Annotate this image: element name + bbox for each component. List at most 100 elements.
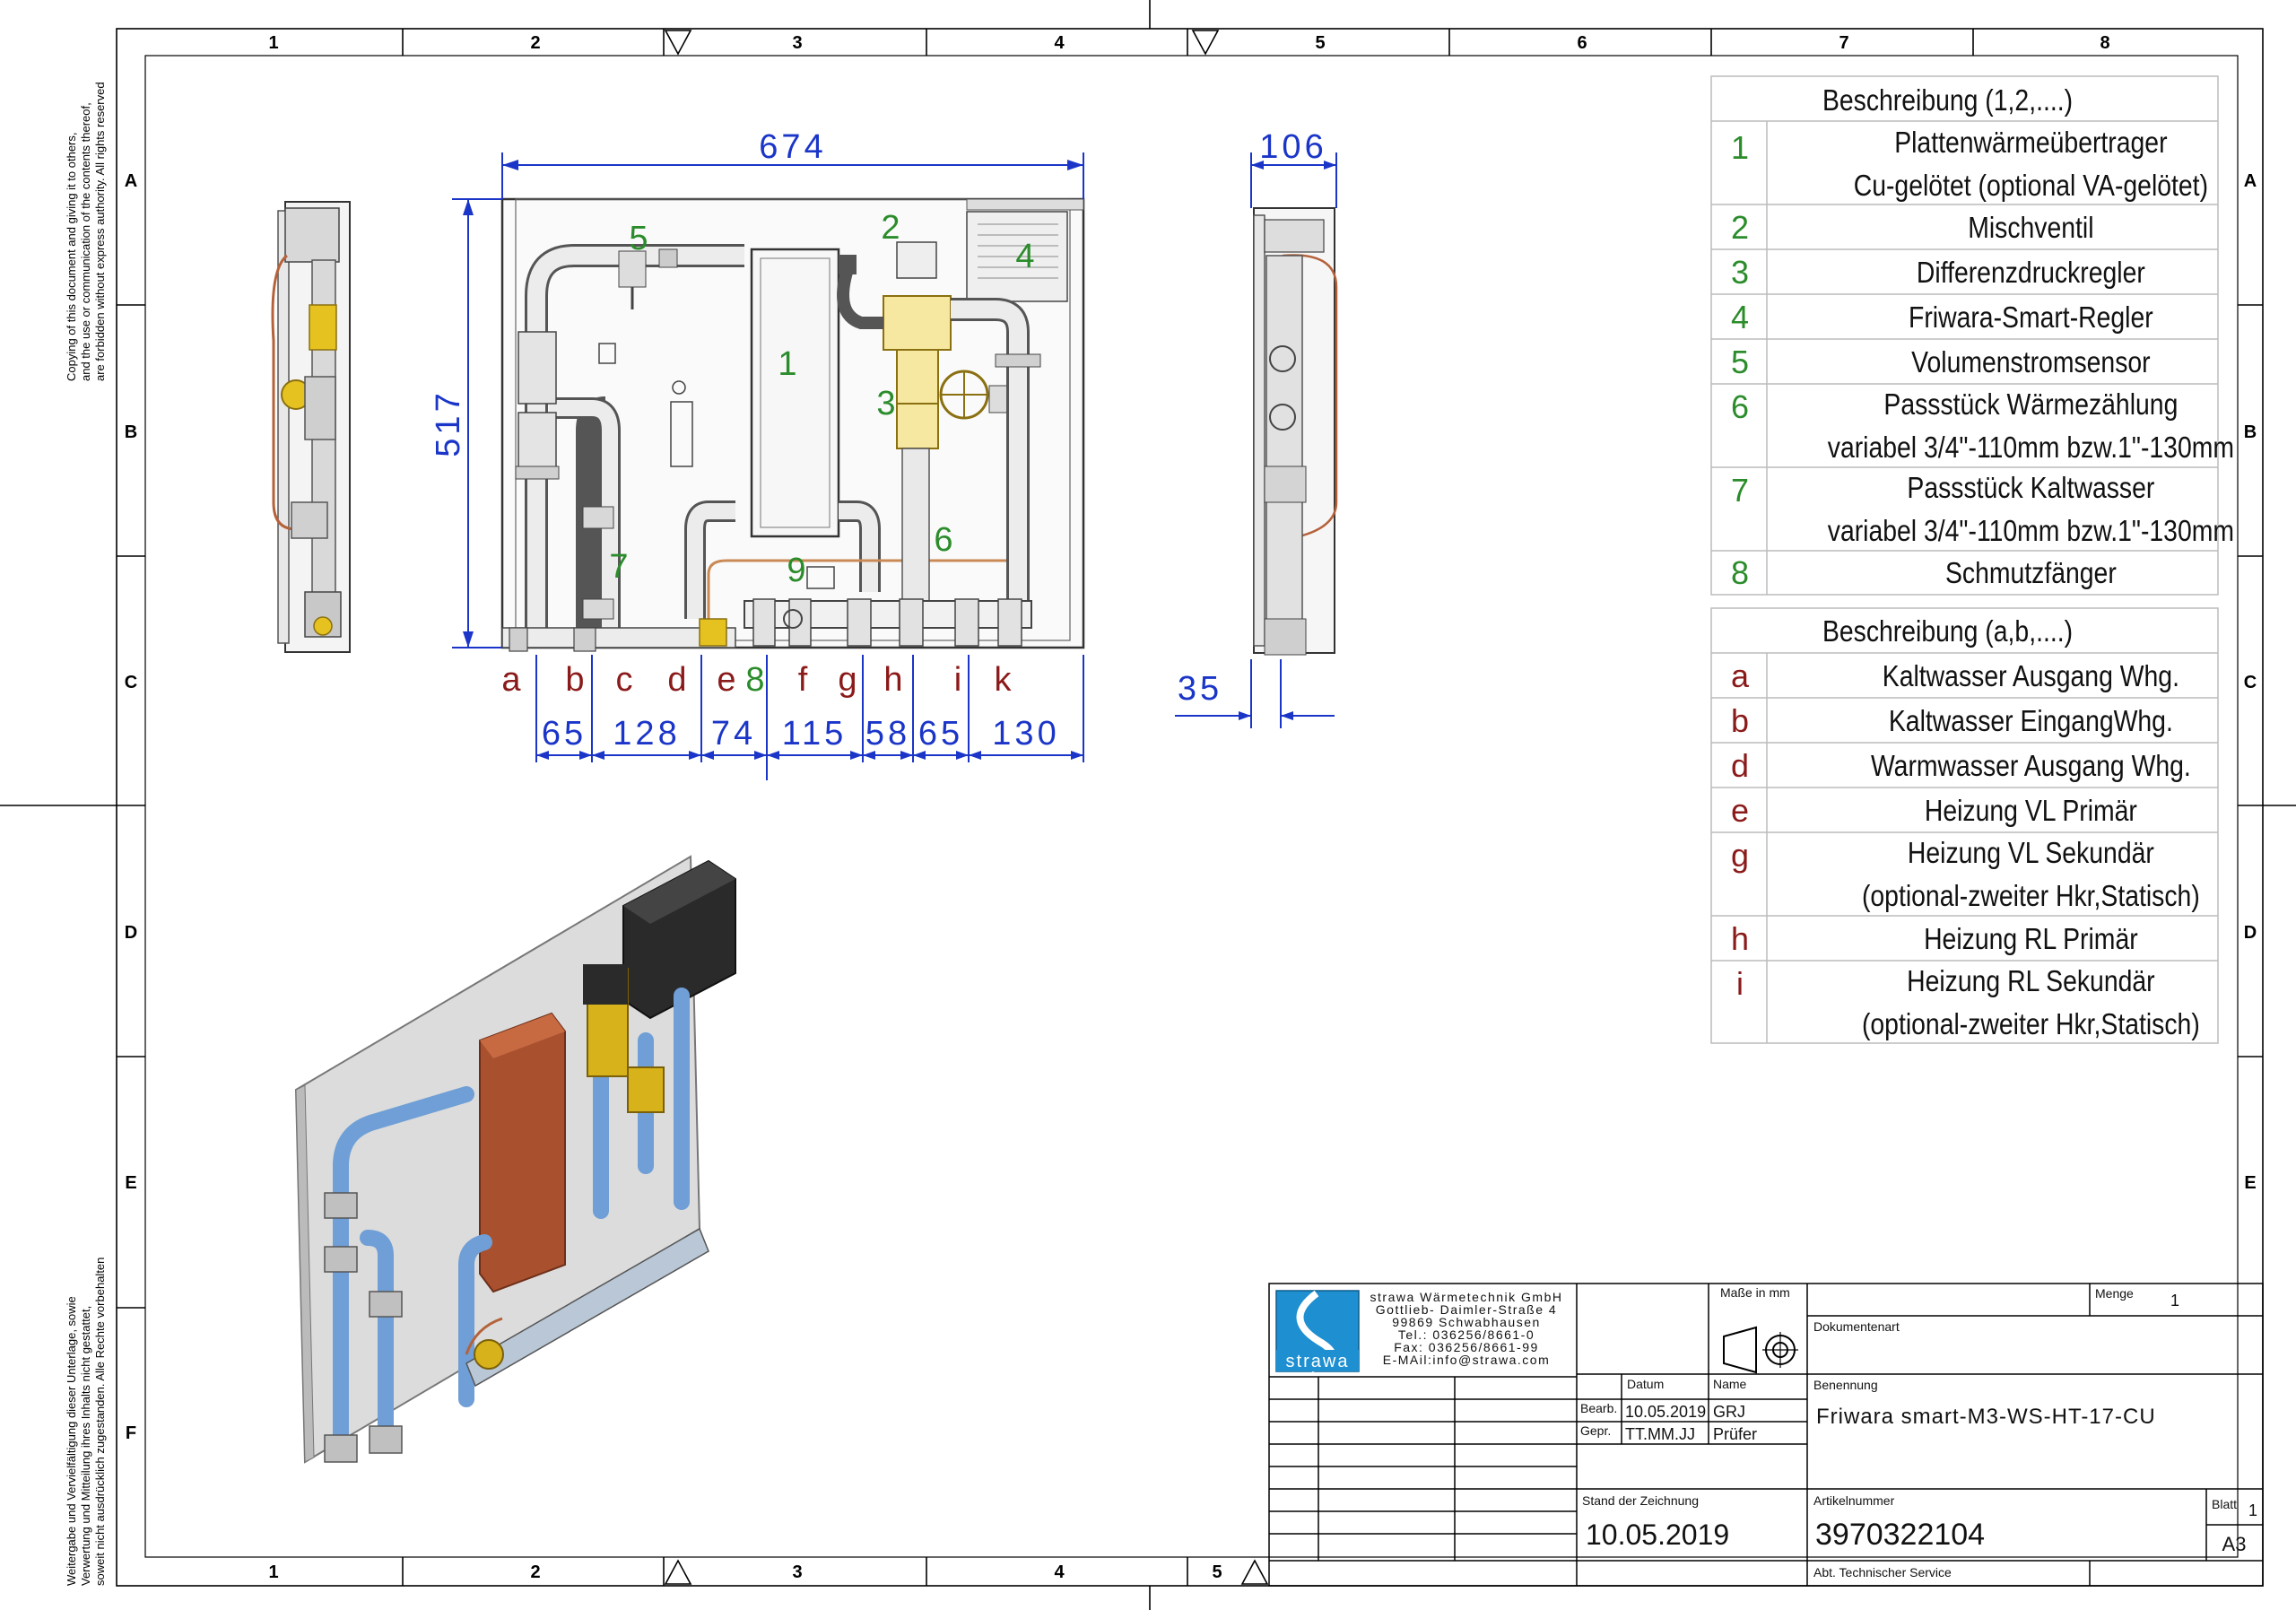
- isometric-view: [294, 855, 736, 1464]
- reproduction-line: soweit nicht ausdrücklich zugestanden. A…: [93, 1258, 107, 1586]
- connection-label-g: g: [838, 661, 857, 699]
- row-label: C: [125, 673, 137, 692]
- company-line: Tel.: 036256/8661-0: [1398, 1327, 1535, 1342]
- component-label-2: 2: [881, 209, 900, 247]
- company-line: strawa Wärmetechnik GmbH: [1370, 1290, 1563, 1304]
- masse-label: Maße in mm: [1720, 1285, 1790, 1300]
- row-label: E: [125, 1173, 136, 1193]
- component-label-4: 4: [1015, 238, 1034, 275]
- col-label: 1: [268, 33, 278, 53]
- dim-depth: 106: [1259, 128, 1326, 166]
- row-label: A: [2244, 171, 2257, 191]
- title-block: strawa strawa Wärmetechnik GmbH Gottlieb…: [1268, 1283, 2264, 1587]
- legend-key: 4: [1731, 299, 1749, 335]
- legend-text: Kaltwasser EingangWhg.: [1889, 704, 2173, 738]
- legend-key: g: [1731, 837, 1749, 874]
- dim-spacing: 130: [992, 715, 1059, 753]
- connection-label-k: k: [995, 661, 1013, 699]
- legend-text: Cu-gelötet (optional VA-gelötet): [1854, 169, 2208, 203]
- logo-text: strawa: [1286, 1352, 1350, 1371]
- col-label: 3: [792, 33, 802, 53]
- legend-text: (optional-zweiter Hkr,Statisch): [1862, 879, 2200, 913]
- legend-text: Mischventil: [1968, 211, 2093, 245]
- name-label: Name: [1713, 1377, 1747, 1391]
- component-label-7: 7: [609, 548, 628, 586]
- row-labels-left: A B C D E F: [125, 171, 137, 1443]
- legend-text: variabel 3/4"-110mm bzw.1"-130mm: [1828, 514, 2234, 548]
- col-label: 4: [1054, 1562, 1065, 1582]
- benennung-label: Benennung: [1813, 1378, 1878, 1392]
- dim-height: 517: [430, 389, 467, 457]
- legend-text: Plattenwärmeübertrager: [1894, 126, 2167, 160]
- col-label: 3: [792, 1562, 802, 1582]
- copyright-line: Copying of this document and giving it t…: [65, 133, 78, 382]
- stand-label: Stand der Zeichnung: [1582, 1493, 1699, 1508]
- dim-spacing: 74: [711, 715, 756, 753]
- company-line: E-MAil:info@strawa.com: [1383, 1353, 1550, 1367]
- connection-labels: a b c d e f g h i k: [501, 661, 1012, 699]
- legend-key: e: [1731, 792, 1749, 829]
- col-label: 2: [530, 1562, 540, 1582]
- legend-key: 5: [1731, 344, 1749, 380]
- gepr-date: TT.MM.JJ: [1625, 1425, 1695, 1443]
- component-label-5: 5: [629, 220, 648, 257]
- col-label: 1: [268, 1562, 278, 1582]
- connection-label-b: b: [565, 661, 584, 699]
- component-label-8: 8: [745, 661, 764, 699]
- component-label-6: 6: [934, 521, 952, 559]
- connection-label-a: a: [501, 661, 521, 699]
- stand-value: 10.05.2019: [1586, 1519, 1729, 1551]
- company-line: Gottlieb- Daimler-Straße 4: [1376, 1302, 1557, 1317]
- dim-width: 674: [759, 128, 826, 166]
- legend-text: (optional-zweiter Hkr,Statisch): [1862, 1007, 2200, 1041]
- legend-key: i: [1736, 965, 1744, 1002]
- legend-key: h: [1731, 920, 1749, 957]
- legend-text: Volumenstromsensor: [1911, 345, 2150, 379]
- dim-spacing: 115: [782, 715, 848, 753]
- row-label: D: [2244, 923, 2257, 943]
- legend-header: Beschreibung (a,b,....): [1822, 614, 2073, 648]
- connection-label-i: i: [954, 661, 961, 699]
- legend-key: 1: [1731, 129, 1749, 166]
- copyright-note: Copying of this document and giving it t…: [65, 82, 107, 381]
- row-label: D: [125, 923, 137, 943]
- left-side-view: [271, 201, 351, 653]
- column-labels-top: 1 2 3 4 5 6 7 8: [268, 33, 2109, 53]
- legend-text: Friwara-Smart-Regler: [1909, 300, 2153, 335]
- bearb-name: GRJ: [1713, 1403, 1745, 1421]
- copyright-line: are forbidden without express authority.…: [93, 82, 107, 381]
- format-value: A3: [2222, 1533, 2247, 1555]
- legend-text: Warmwasser Ausgang Whg.: [1871, 749, 2191, 783]
- row-label: F: [126, 1423, 136, 1443]
- col-label: 4: [1054, 33, 1065, 53]
- connection-label-f: f: [798, 661, 808, 699]
- blatt-label: Blatt: [2212, 1497, 2237, 1511]
- col-label: 7: [1839, 33, 1848, 53]
- reproduction-line: Verwertung und Mitteilung ihres Inhalts …: [79, 1306, 92, 1586]
- dimension-values: 674 517 65 128 74 115 58 65 130 106 35: [430, 128, 1326, 753]
- datum-label: Datum: [1627, 1377, 1664, 1391]
- dim-offset: 35: [1178, 670, 1222, 708]
- legend-text: Kaltwasser Ausgang Whg.: [1883, 659, 2179, 693]
- front-view: [500, 197, 1085, 652]
- row-label: A: [125, 171, 137, 191]
- col-label: 5: [1315, 33, 1325, 53]
- row-label: C: [2244, 673, 2257, 692]
- dokumentenart-label: Dokumentenart: [1813, 1319, 1900, 1334]
- legend-key: 7: [1731, 472, 1749, 509]
- dim-spacing: 128: [613, 715, 680, 753]
- bearb-date: 10.05.2019: [1625, 1403, 1706, 1421]
- legend-numbers-table: Beschreibung (1,2,....) Plattenwärmeüber…: [1710, 75, 2234, 596]
- strawa-logo: strawa: [1275, 1290, 1360, 1372]
- blatt-value: 1: [2248, 1501, 2257, 1519]
- menge-value: 1: [2170, 1292, 2179, 1310]
- artikel-value: 3970322104: [1815, 1518, 1985, 1552]
- artikel-label: Artikelnummer: [1813, 1493, 1895, 1508]
- legend-key: 8: [1731, 554, 1749, 591]
- dim-spacing: 65: [542, 715, 587, 753]
- legend-text: Heizung RL Sekundär: [1907, 964, 2155, 998]
- legend-key: 3: [1731, 254, 1749, 291]
- connection-label-e: e: [717, 661, 735, 699]
- gepr-label: Gepr.: [1580, 1423, 1611, 1438]
